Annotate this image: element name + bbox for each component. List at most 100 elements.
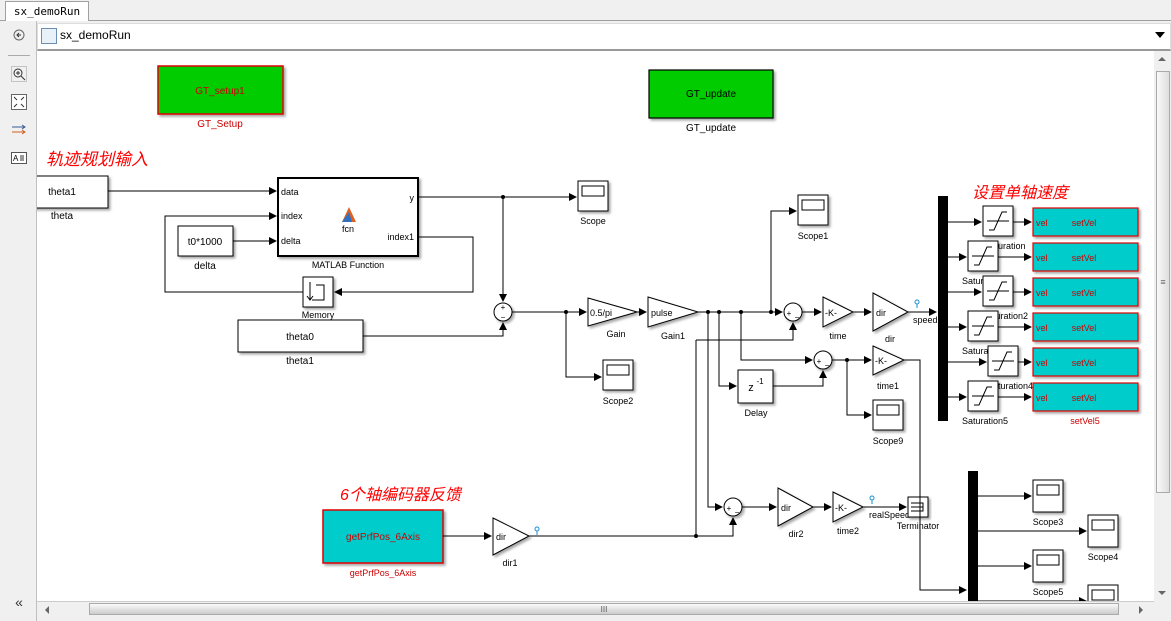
left-toolbar: A « <box>0 21 37 621</box>
scope5-block[interactable]: Scope5 <box>1032 549 1064 597</box>
scroll-right-arrow-icon[interactable] <box>1139 606 1143 614</box>
theta1-constant-block[interactable]: theta0 theta1 <box>237 319 364 367</box>
memory-block[interactable]: Memory <box>302 276 335 320</box>
scope-block[interactable]: Scope <box>577 180 609 226</box>
sum-block-3[interactable]: + − <box>813 350 833 370</box>
port-data: data <box>281 187 299 197</box>
saturation-block[interactable]: Saturation4 <box>948 345 1033 391</box>
toolbar-divider <box>8 55 30 56</box>
diagram-svg: 轨迹规划输入 设置单轴速度 6个轴编码器反馈 GT_setup1 GT_Setu… <box>37 65 1139 601</box>
annotation-trajectory-input[interactable]: 轨迹规划输入 <box>46 150 148 169</box>
saturation-block[interactable]: Saturation3 <box>948 310 1032 356</box>
time2-gain-block[interactable]: -K- time2 <box>832 491 865 536</box>
sum-block-1[interactable]: + − <box>493 302 513 322</box>
scope4-label: Scope4 <box>1088 552 1119 562</box>
matlab-function-block[interactable]: data index delta y index1 fcn MATLAB Fun… <box>277 177 419 270</box>
scope4-block[interactable]: Scope4 <box>1087 514 1119 562</box>
gain1-label: Gain1 <box>661 331 685 341</box>
time1-gain-block[interactable]: -K- time1 <box>872 345 906 391</box>
annotation-encoder-feedback[interactable]: 6个轴编码器反馈 <box>340 486 463 504</box>
theta-label: theta <box>51 211 74 222</box>
annotation-set-axis-speed[interactable]: 设置单轴速度 <box>972 184 1071 202</box>
signal-routing-icon[interactable] <box>11 122 27 138</box>
saturation-block[interactable]: Saturation5 <box>948 380 1032 426</box>
time2-inner: -K- <box>835 503 847 513</box>
set-vel-inner: setVel <box>1072 288 1097 298</box>
collapse-toolbar-button[interactable]: « <box>15 594 23 610</box>
delta-constant-block[interactable]: t0*1000 delta <box>177 225 234 272</box>
dir1-gain-block[interactable]: dir dir1 <box>492 517 531 568</box>
port-index1: index1 <box>387 232 414 242</box>
chevron-down-icon[interactable] <box>1155 32 1165 38</box>
dir1-label: dir1 <box>502 558 517 568</box>
saturation-label: Saturation2 <box>982 311 1028 321</box>
signal-probe-icon <box>914 299 920 308</box>
time2-label: time2 <box>837 526 859 536</box>
scroll-down-arrow-icon[interactable] <box>1158 591 1166 595</box>
tab-sx-demorun[interactable]: sx_demoRun <box>5 1 89 21</box>
vscroll-thumb[interactable]: ≡ <box>1156 71 1170 493</box>
delay-block[interactable]: z -1 Delay <box>737 369 774 418</box>
dir-inner: dir <box>876 308 886 318</box>
horizontal-scrollbar[interactable]: III <box>37 601 1154 618</box>
dir-gain-block[interactable]: dir dir <box>872 292 910 344</box>
svg-text:+: + <box>501 303 506 312</box>
theta-inner: theta1 <box>48 187 76 198</box>
vertical-scrollbar[interactable]: ≡ <box>1154 51 1170 601</box>
saturation-block[interactable]: Saturation2 <box>948 275 1032 321</box>
mux-bar-2[interactable] <box>968 471 978 601</box>
gt-update-block[interactable]: GT_update GT_update <box>648 69 774 134</box>
gain-block[interactable]: 0.5/pi Gain <box>587 297 639 339</box>
signal-probe-icon <box>869 495 875 504</box>
delay-label: Delay <box>744 408 768 418</box>
saturation-label: Saturation5 <box>962 416 1008 426</box>
gain1-block[interactable]: pulse Gain1 <box>647 296 700 341</box>
set-vel-port: vel <box>1036 393 1048 403</box>
zoom-in-icon[interactable] <box>11 66 27 82</box>
get-prf-pos-block[interactable]: getPrfPos_6Axis getPrfPos_6Axis <box>322 509 444 578</box>
set-vel-inner: setVel <box>1072 358 1097 368</box>
dir-label: dir <box>885 334 895 344</box>
saturation-block[interactable]: Saturation <box>948 205 1032 251</box>
scope1-label: Scope1 <box>798 231 829 241</box>
gt-setup-block[interactable]: GT_setup1 GT_Setup <box>157 65 284 130</box>
scope2-label: Scope2 <box>603 396 634 406</box>
scope2-block[interactable]: Scope2 <box>602 359 634 406</box>
annotation-icon[interactable]: A <box>11 150 27 166</box>
hscroll-thumb[interactable]: III <box>89 603 1119 615</box>
set-vel-port: vel <box>1036 253 1048 263</box>
gain-label: Gain <box>606 329 625 339</box>
signal-lines <box>108 187 1087 601</box>
back-arrow-icon[interactable] <box>11 27 27 43</box>
scope9-label: Scope9 <box>873 436 904 446</box>
scroll-up-arrow-icon[interactable] <box>1158 57 1166 61</box>
scope9-block[interactable]: Scope9 <box>872 399 904 446</box>
sum-block-4[interactable]: + − <box>723 497 743 517</box>
svg-text:+: + <box>787 309 792 318</box>
scroll-left-arrow-icon[interactable] <box>45 606 49 614</box>
set-vel-block[interactable]: vel setVel <box>1032 382 1139 412</box>
scope3-block[interactable]: Scope3 <box>1032 479 1064 527</box>
sum-block-2[interactable]: + − <box>783 302 803 322</box>
theta-constant-block[interactable]: theta1 theta <box>37 175 109 222</box>
model-icon <box>41 28 57 44</box>
fit-to-view-icon[interactable] <box>11 94 27 110</box>
model-canvas[interactable]: 轨迹规划输入 设置单轴速度 6个轴编码器反馈 GT_setup1 GT_Setu… <box>37 51 1154 601</box>
delay-sup: -1 <box>756 377 764 386</box>
mux-bar-1[interactable] <box>938 196 948 421</box>
time-gain-block[interactable]: -K- time <box>822 296 855 341</box>
model-breadcrumb[interactable]: sx_demoRun <box>60 28 131 42</box>
scope1-block[interactable]: Scope1 <box>797 194 829 241</box>
scope-partial-block[interactable] <box>1087 584 1119 601</box>
set-vel-inner: setVel <box>1072 393 1097 403</box>
terminator-block[interactable]: Terminator <box>897 496 940 531</box>
saturation-label: Saturation4 <box>987 381 1033 391</box>
svg-text:−: − <box>735 508 740 517</box>
dir2-gain-block[interactable]: dir dir2 <box>777 487 815 539</box>
gt-update-inner: GT_update <box>686 89 736 100</box>
